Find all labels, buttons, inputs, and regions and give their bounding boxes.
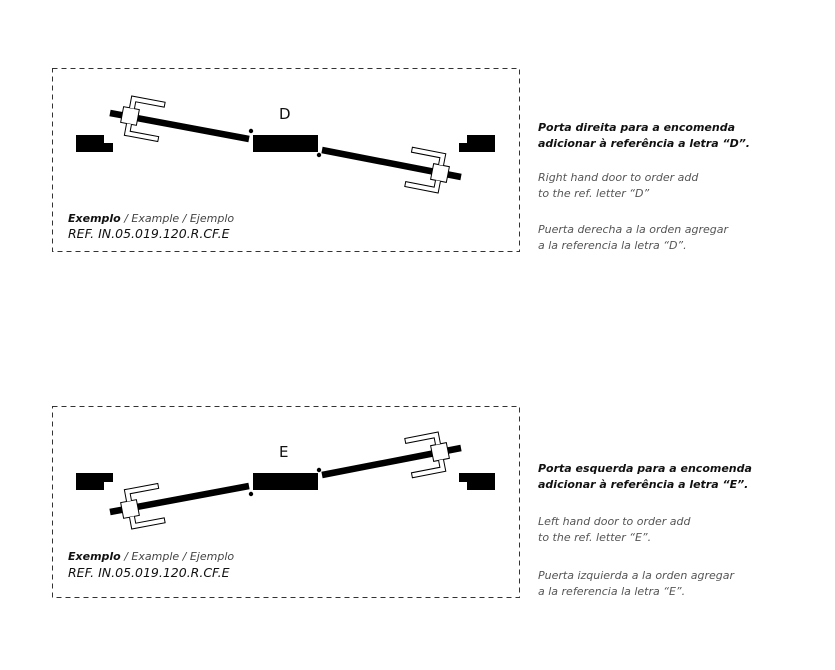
reference-code: REF. IN.05.019.120.R.CF.E: [68, 565, 230, 580]
example-rest: / Example / Ejemplo: [120, 212, 235, 225]
reference-code: REF. IN.05.019.120.R.CF.E: [68, 226, 230, 241]
example-box-d: [52, 68, 520, 252]
example-caption: Exemplo / Example / Ejemplo: [68, 550, 234, 563]
example-pt: Exemplo: [68, 212, 121, 225]
letter-label-d: D: [279, 105, 291, 123]
example-rest: / Example / Ejemplo: [120, 550, 235, 563]
letter-label-e: E: [279, 443, 289, 461]
example-caption: Exemplo / Example / Ejemplo: [68, 212, 234, 225]
example-pt: Exemplo: [68, 550, 121, 563]
example-box-e: [52, 406, 520, 598]
